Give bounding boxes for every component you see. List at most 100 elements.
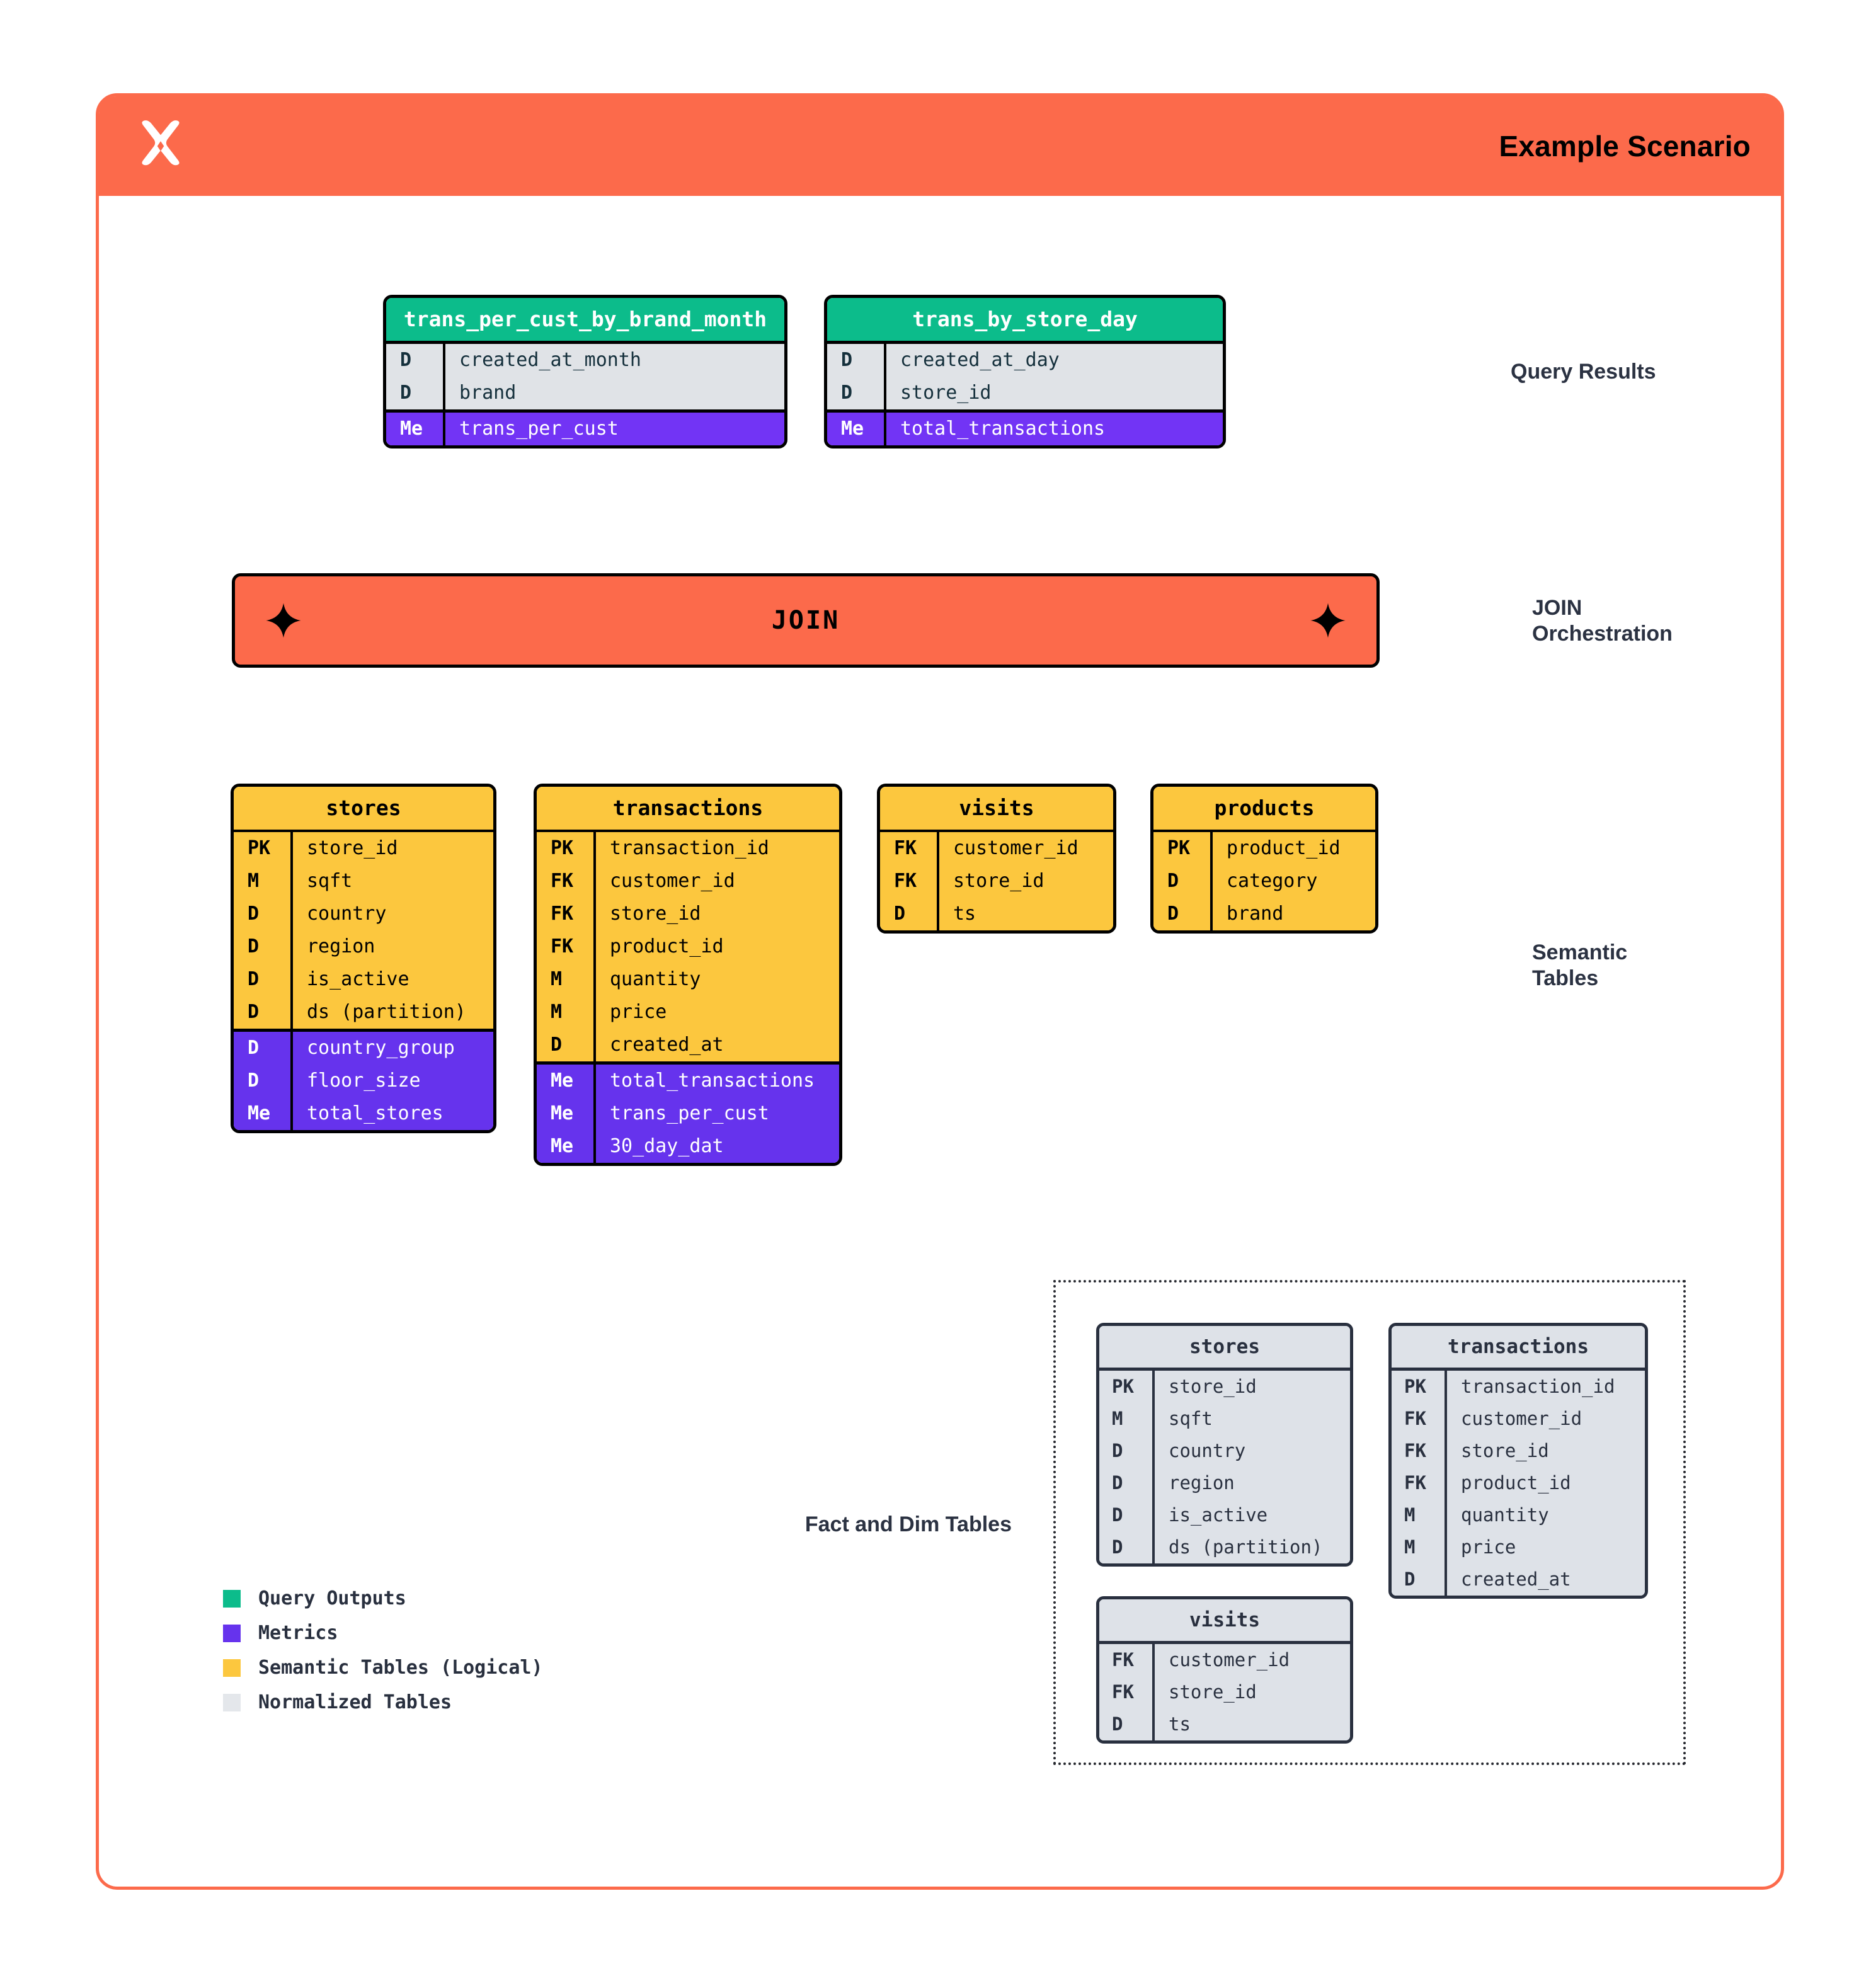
field-key: Me — [841, 418, 864, 440]
field-row: D created_at_month — [386, 344, 784, 377]
field-row: D created_at_day — [827, 344, 1223, 377]
field-key: D — [248, 1001, 260, 1024]
join-orchestration-bar[interactable]: JOIN — [232, 573, 1380, 668]
field-key: D — [1112, 1472, 1123, 1494]
field-value: region — [290, 930, 493, 964]
field-value: created_at — [1445, 1563, 1645, 1596]
field-key: D — [400, 382, 412, 404]
field-key: FK — [551, 870, 574, 893]
node-metrics: Me total_transactions — [827, 409, 1223, 446]
field-key: Me — [400, 418, 423, 440]
field-value: price — [1445, 1531, 1645, 1564]
field-key: D — [841, 349, 853, 372]
field-value: store_id — [937, 865, 1113, 898]
field-value: product_id — [1445, 1467, 1645, 1500]
field-row: D store_id — [827, 377, 1223, 410]
field-value: sqft — [1152, 1403, 1350, 1436]
field-value: store_id — [884, 377, 1223, 410]
field-key: D — [248, 1070, 260, 1092]
field-key: D — [248, 935, 260, 958]
field-key: FK — [1404, 1440, 1426, 1462]
legend-label: Normalized Tables — [258, 1691, 452, 1713]
field-key: PK — [1112, 1376, 1134, 1398]
node-title: stores — [1099, 1326, 1350, 1371]
field-key: FK — [1404, 1408, 1426, 1430]
field-value: trans_per_cust — [593, 1097, 839, 1131]
node-dimensions: D created_at_day D store_id — [827, 344, 1223, 410]
field-value: country_group — [290, 1032, 493, 1065]
field-key: D — [1112, 1504, 1123, 1526]
field-value: total_transactions — [593, 1065, 839, 1098]
metric-row: Me trans_per_cust — [537, 1097, 839, 1131]
field-key: FK — [894, 870, 917, 893]
node-title: transactions — [1392, 1326, 1645, 1371]
legend: Query Outputs Metrics Semantic Tables (L… — [223, 1581, 543, 1720]
field-value: created_at — [593, 1029, 839, 1062]
node-title: transactions — [537, 787, 839, 833]
field-value: quantity — [1445, 1499, 1645, 1532]
node-title: trans_per_cust_by_brand_month — [386, 298, 784, 345]
annotation-fact-and-dim-tables: Fact and Dim Tables — [804, 1512, 1012, 1536]
field-value: ts — [1152, 1708, 1350, 1741]
field-key: FK — [1112, 1649, 1134, 1671]
field-value: ds (partition) — [1152, 1531, 1350, 1564]
query-result-node-trans-per-cust-by-brand-month[interactable]: trans_per_cust_by_brand_month D created_… — [383, 295, 787, 449]
field-key: M — [1404, 1536, 1416, 1558]
node-dimensions: D created_at_month D brand — [386, 344, 784, 410]
node-title: stores — [234, 787, 493, 833]
metric-row: Me total_transactions — [537, 1065, 839, 1098]
field-value: customer_id — [937, 832, 1113, 865]
node-metrics: Me trans_per_cust — [386, 409, 784, 446]
field-key: D — [551, 1034, 563, 1056]
field-key: Me — [551, 1102, 574, 1125]
field-value: product_id — [1210, 832, 1375, 865]
field-value: ds (partition) — [290, 996, 493, 1029]
field-key: Me — [551, 1070, 574, 1092]
legend-item: Normalized Tables — [223, 1685, 543, 1720]
field-key: D — [1167, 870, 1179, 893]
metric-row: Me total_transactions — [827, 413, 1223, 446]
field-value: customer_id — [593, 865, 839, 898]
metric-row: Me trans_per_cust — [386, 413, 784, 446]
field-value: product_id — [593, 930, 839, 964]
field-row: FK customer_id — [537, 865, 839, 898]
field-key: D — [1112, 1440, 1123, 1462]
field-key: PK — [248, 837, 271, 860]
field-value: total_transactions — [884, 413, 1223, 446]
field-value: price — [593, 996, 839, 1029]
field-value: store_id — [1152, 1676, 1350, 1709]
query-result-node-trans-by-store-day[interactable]: trans_by_store_day D created_at_day D st… — [824, 295, 1226, 449]
field-value: region — [1152, 1467, 1350, 1500]
field-key: M — [551, 1001, 563, 1024]
